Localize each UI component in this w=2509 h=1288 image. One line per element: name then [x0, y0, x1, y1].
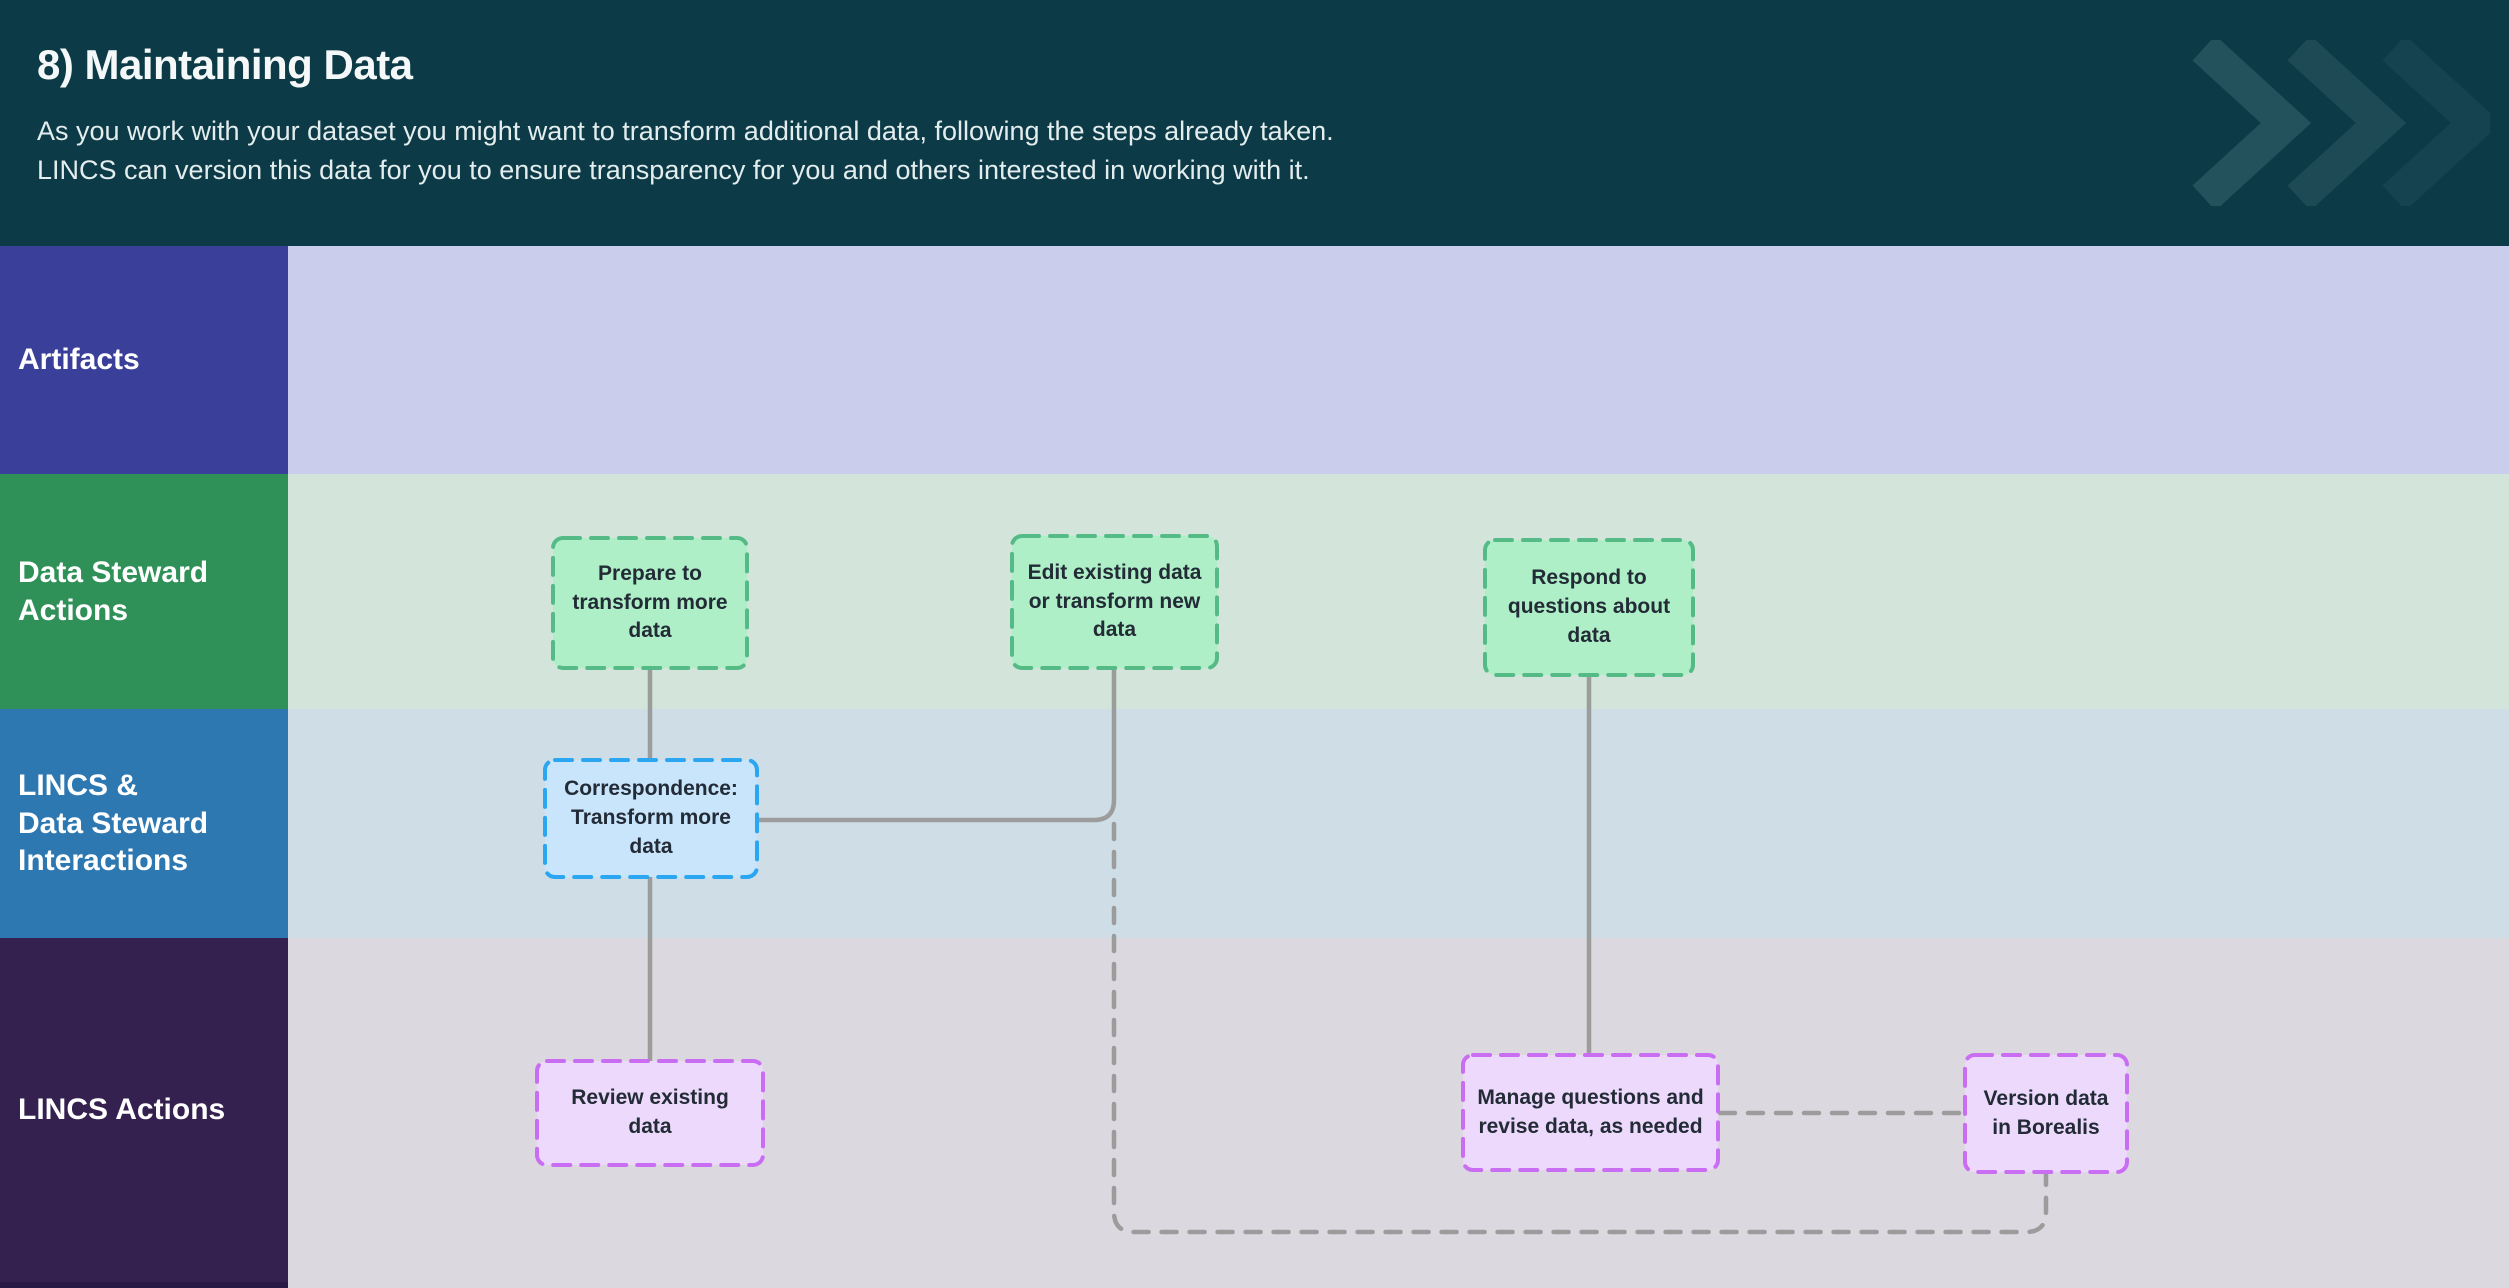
node-prepare-transform-box [551, 536, 749, 670]
node-manage-questions-box [1461, 1053, 1720, 1172]
edge-edit-to-correspondence [756, 665, 1117, 823]
node-respond-questions-box [1483, 538, 1695, 677]
lane-label-artifacts: Artifacts [0, 246, 288, 474]
node-version-borealis-label: Version data in Borealis [1983, 1086, 2109, 1139]
node-correspondence-box [543, 758, 759, 879]
node-prepare-transform-label: Prepare to transform more data [572, 561, 728, 643]
node-edit-transform-label: Edit existing data or transform new data [1027, 560, 1202, 642]
node-version-borealis-box [1963, 1053, 2129, 1174]
lane-label-lincs-actions: LINCS Actions [0, 938, 288, 1282]
node-review-data-box [535, 1059, 765, 1167]
chevron-right-icon [2287, 40, 2407, 206]
edge-edit-to-version [1111, 821, 2049, 1235]
chevron-right-icon [2192, 40, 2312, 206]
lane-content-artifacts [288, 246, 2509, 474]
node-review-data-label: Review existing data [571, 1086, 729, 1138]
header-banner: 8) Maintaining Data As you work with you… [0, 0, 2509, 246]
node-respond-questions-label: Respond to questions about data [1507, 566, 1671, 647]
bottom-edge-strip [0, 1282, 288, 1288]
node-edit-transform-box [1010, 534, 1219, 670]
node-correspondence-label: Correspondence: Transform more data [564, 777, 738, 858]
node-manage-questions-label: Manage questions and revise data, as nee… [1477, 1085, 1704, 1138]
chevron-right-icon [2382, 40, 2490, 206]
page-description: As you work with your dataset you might … [37, 116, 1334, 186]
page-title: 8) Maintaining Data [37, 41, 413, 88]
triple-chevron-right-icon [2192, 40, 2490, 206]
lane-label-data-steward-actions: Data Steward Actions [0, 474, 288, 709]
lane-label-lincs-data-steward-interactions: LINCS & Data Steward Interactions [0, 709, 288, 938]
